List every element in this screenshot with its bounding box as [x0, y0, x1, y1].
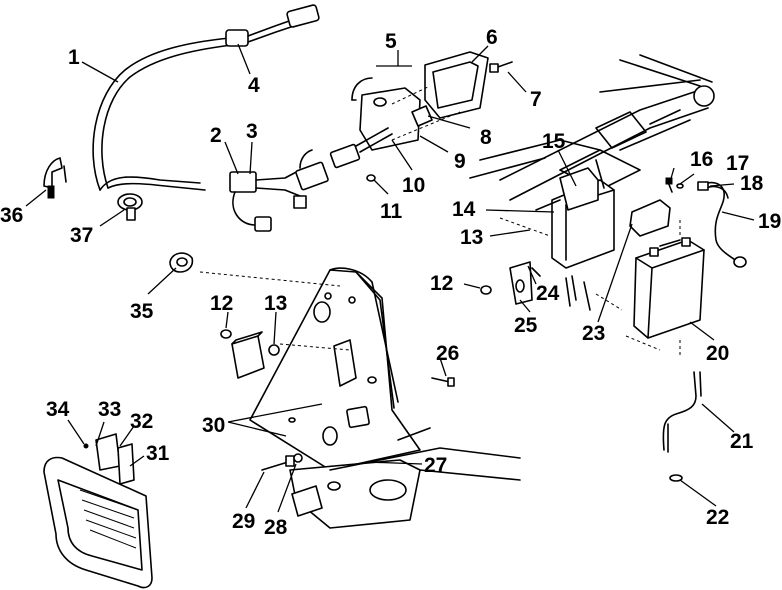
- clip-36: [43, 157, 67, 199]
- frame-lower: [289, 427, 521, 529]
- callout-29: 29: [232, 510, 255, 533]
- frame-rail: [469, 54, 715, 201]
- callout-13a: 13: [460, 226, 483, 249]
- callout-22: 22: [706, 506, 729, 529]
- callout-1: 1: [68, 46, 80, 69]
- callout-25: 25: [514, 314, 538, 337]
- callout-26: 26: [436, 342, 459, 365]
- callout-12b: 12: [210, 292, 233, 315]
- callout-20: 20: [706, 342, 729, 365]
- reference-lines: [199, 85, 623, 351]
- leader-lines: [25, 43, 755, 513]
- hold-down-clip: [480, 261, 541, 305]
- callout-15: 15: [542, 130, 566, 153]
- callout-21: 21: [730, 430, 754, 453]
- callout-35: 35: [130, 300, 154, 323]
- callout-3: 3: [246, 120, 258, 143]
- callout-labels: 1 2 3 4 5 6 7 8 9 10 11 12 12 13 13 14 1…: [0, 26, 781, 539]
- callout-7: 7: [530, 88, 542, 111]
- battery-rod: [662, 371, 702, 482]
- grommet-35: [169, 252, 194, 273]
- bolt-29: [261, 453, 303, 471]
- wiring-harness: [92, 4, 329, 232]
- battery: [625, 199, 705, 356]
- callout-19: 19: [758, 210, 781, 233]
- battery-box-bracket: [535, 159, 615, 311]
- callout-12a: 12: [430, 272, 453, 295]
- mud-flap-guard: [43, 433, 153, 589]
- callout-24: 24: [536, 282, 560, 305]
- callout-27: 27: [424, 454, 447, 477]
- bolt-7: [489, 61, 513, 73]
- callout-30: 30: [202, 414, 225, 437]
- callout-23: 23: [582, 322, 605, 345]
- callout-6: 6: [486, 26, 498, 49]
- callout-4: 4: [248, 74, 260, 97]
- callout-32: 32: [130, 410, 153, 433]
- callout-33: 33: [98, 398, 121, 421]
- socket-connector: [329, 127, 393, 182]
- callout-18: 18: [740, 172, 764, 195]
- bolt-26: [431, 377, 455, 387]
- callout-10: 10: [402, 174, 425, 197]
- callout-17: 17: [726, 152, 749, 175]
- callout-28: 28: [264, 516, 288, 539]
- callout-14: 14: [452, 198, 476, 221]
- clamp-37: [117, 193, 143, 221]
- callout-31: 31: [146, 442, 170, 465]
- callout-36: 36: [0, 204, 23, 227]
- tail-light-assembly: [351, 51, 489, 151]
- callout-13b: 13: [264, 292, 287, 315]
- callout-16: 16: [690, 148, 713, 171]
- callout-34: 34: [46, 398, 70, 421]
- callout-8: 8: [480, 126, 492, 149]
- callout-11: 11: [380, 200, 403, 223]
- callout-9: 9: [454, 150, 466, 173]
- callout-37: 37: [70, 224, 93, 247]
- callout-2: 2: [210, 124, 222, 147]
- voltage-regulator: [220, 329, 280, 379]
- callout-5: 5: [385, 30, 397, 53]
